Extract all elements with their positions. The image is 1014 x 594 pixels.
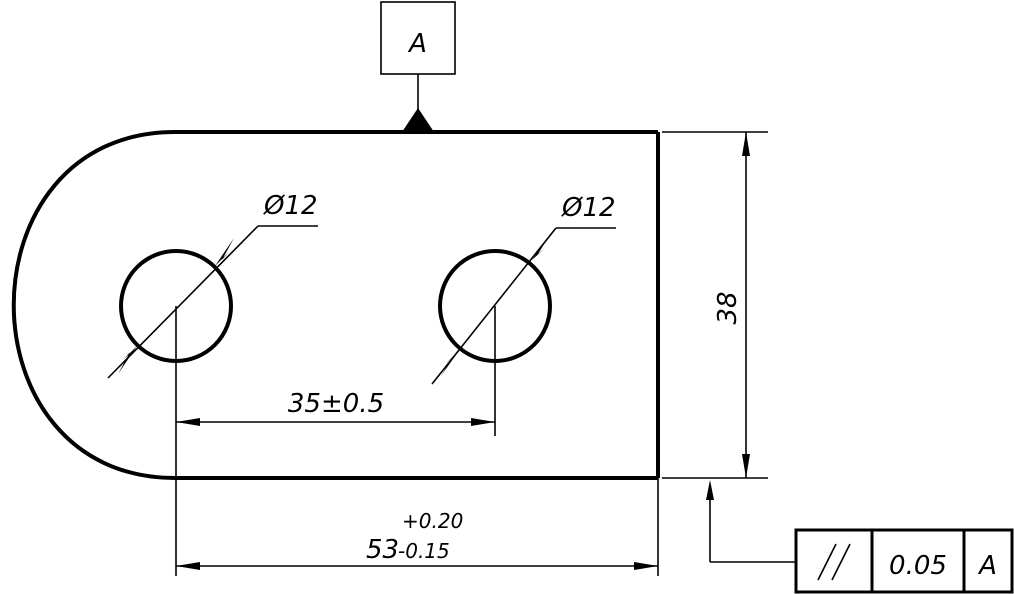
hole-right: Ø12 xyxy=(431,193,616,436)
datum-symbol: A xyxy=(380,1,456,132)
length-dimension: 53 +0.20 -0.15 xyxy=(175,470,659,576)
fcf-tolerance-value: 0.05 xyxy=(889,551,947,581)
part-outline xyxy=(11,130,660,480)
hole-left-diameter-label: Ø12 xyxy=(263,191,318,221)
hole-left-diameter-leader xyxy=(107,225,259,379)
hole-right-diameter-label: Ø12 xyxy=(561,193,616,223)
hole-right-arrow-upper xyxy=(532,236,549,260)
hole-left-arrow-lower xyxy=(118,346,137,374)
length-upper-tolerance: +0.20 xyxy=(402,509,463,533)
parallelism-icon xyxy=(817,543,851,581)
datum-label: A xyxy=(407,29,427,59)
hole-left-arrow-upper xyxy=(215,238,234,266)
hole-spacing-label: 35±0.5 xyxy=(288,389,384,419)
fcf-leader-arrow xyxy=(706,480,714,500)
length-arrow-right xyxy=(634,562,658,570)
hole-left: Ø12 xyxy=(107,191,318,470)
hole-spacing-dimension: 35±0.5 xyxy=(176,389,495,426)
height-label: 38 xyxy=(713,291,743,324)
height-arrow-bottom xyxy=(742,454,750,478)
length-lower-tolerance: -0.15 xyxy=(398,539,450,563)
datum-triangle xyxy=(402,108,434,132)
height-arrow-top xyxy=(742,132,750,156)
length-arrow-left xyxy=(176,562,200,570)
feature-control-frame: 0.05 A xyxy=(706,480,1014,594)
rounded-end-arc xyxy=(11,130,176,480)
height-dimension: 38 xyxy=(662,131,768,479)
hole-spacing-arrow-right xyxy=(471,418,495,426)
fcf-frame xyxy=(794,528,1014,594)
fcf-datum-reference: A xyxy=(977,551,997,581)
length-nominal-label: 53 xyxy=(366,535,399,565)
hole-right-arrow-lower xyxy=(441,352,458,376)
hole-spacing-arrow-left xyxy=(176,418,200,426)
